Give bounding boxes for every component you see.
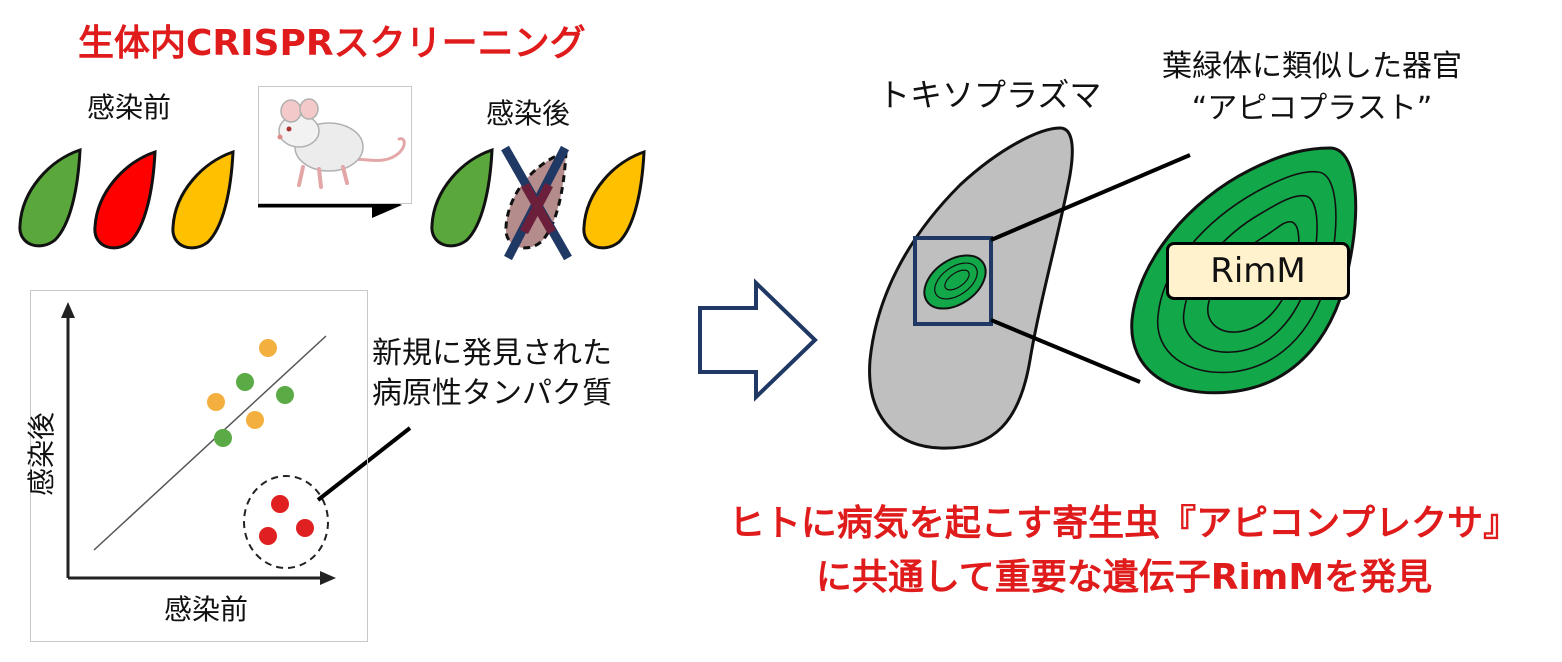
parasite-green-after: [432, 150, 492, 246]
parasite-red: [95, 152, 155, 248]
conclusion-text: ヒトに病気を起こす寄生虫『アピコンプレクサ』 に共通して重要な遺伝子RimMを発…: [694, 497, 1554, 605]
hollow-right-arrow-icon: [700, 283, 815, 397]
parasite-green: [20, 150, 80, 246]
toxoplasma-label: トキソプラズマ: [878, 70, 1101, 116]
apicoplast-label: 葉緑体に類似した器官 “アピコプラスト”: [1162, 46, 1462, 130]
gene-name: RimM: [1210, 251, 1306, 291]
page-title: 生体内CRISPRスクリーニング: [78, 14, 586, 66]
plot-y-axis-label: 感染後: [20, 412, 60, 496]
mouse-image-frame: [258, 86, 412, 204]
callout-line-2: 病原性タンパク質: [372, 374, 612, 414]
parasite-yellow-after: [584, 152, 644, 248]
plot-x-axis-label: 感染前: [164, 588, 248, 628]
callout-text: 新規に発見された 病原性タンパク質: [372, 334, 612, 414]
conclusion-line-2: に共通して重要な遺伝子RimMを発見: [694, 551, 1554, 605]
label-after-infection: 感染後: [486, 92, 570, 132]
parasites-before: [20, 150, 233, 248]
gene-name-box: RimM: [1166, 242, 1350, 300]
mouse-illustration: [259, 87, 411, 203]
label-before-infection: 感染前: [87, 86, 171, 126]
apicoplast-label-line-1: 葉緑体に類似した器官: [1162, 46, 1462, 88]
conclusion-line-1: ヒトに病気を起こす寄生虫『アピコンプレクサ』: [694, 497, 1554, 551]
apicoplast-label-line-2: “アピコプラスト”: [1162, 88, 1462, 130]
callout-line-1: 新規に発見された: [372, 334, 612, 374]
parasite-yellow: [173, 152, 233, 248]
